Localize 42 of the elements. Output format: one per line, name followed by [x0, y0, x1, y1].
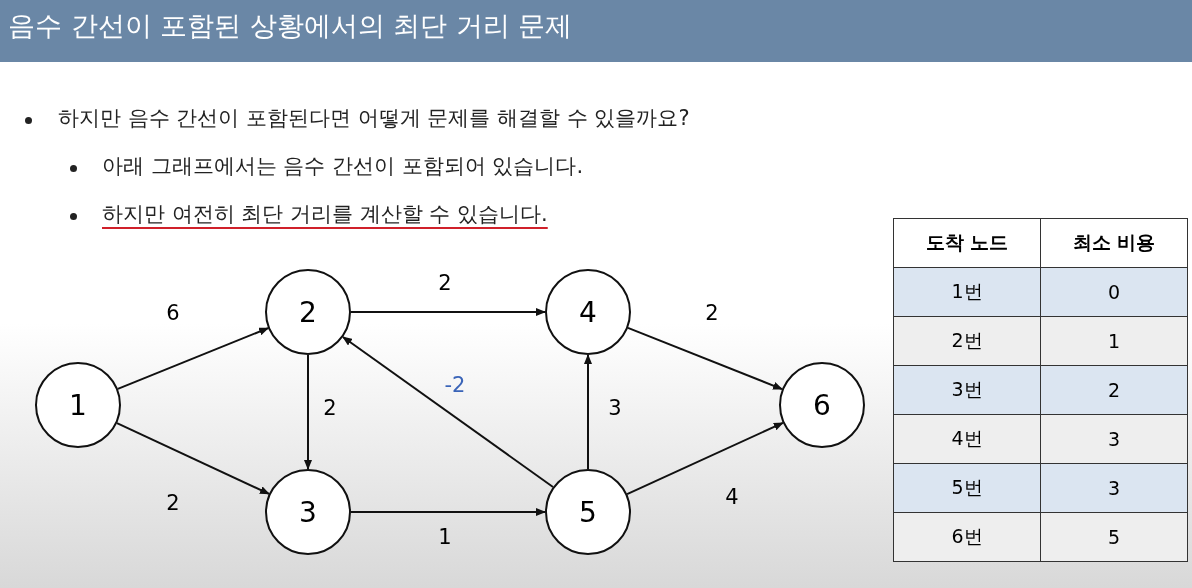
table-cell: 6번 — [893, 512, 1041, 562]
edge-label: 2 — [438, 271, 452, 295]
table-header: 도착 노드 — [893, 218, 1041, 268]
edge-label: 6 — [166, 301, 180, 325]
arrow — [350, 508, 546, 516]
edge-label: 2 — [166, 491, 180, 515]
title-bar: 음수 간선이 포함된 상황에서의 최단 거리 문제 — [0, 0, 1192, 62]
bullet-text: 하지만 여전히 최단 거리를 계산할 수 있습니다. — [102, 201, 548, 228]
table-cell: 3번 — [893, 365, 1041, 415]
node-circle: 4 — [545, 269, 631, 355]
node-circle: 3 — [265, 469, 351, 555]
table-cell: 5번 — [893, 463, 1041, 513]
arrow — [342, 336, 554, 488]
edge-label: 4 — [725, 485, 739, 509]
edge-label: -2 — [444, 373, 466, 397]
arrow — [304, 354, 312, 470]
table-cell: 3 — [1040, 463, 1188, 513]
edge-label: 2 — [705, 301, 719, 325]
table-cell: 4번 — [893, 414, 1041, 464]
arrow — [626, 326, 784, 391]
table-cell: 0 — [1040, 267, 1188, 317]
table-cell: 5 — [1040, 512, 1188, 562]
arrow — [584, 354, 592, 470]
arrow — [626, 421, 784, 496]
node-circle: 1 — [35, 362, 121, 448]
bullet-text: 하지만 음수 간선이 포함된다면 어떻게 문제를 해결할 수 있을까요? — [58, 105, 690, 132]
node-circle: 6 — [779, 362, 865, 448]
edge-label: 1 — [438, 525, 452, 549]
table-cell: 1 — [1040, 316, 1188, 366]
node-circle: 2 — [265, 269, 351, 355]
bullet-text: 아래 그래프에서는 음수 간선이 포함되어 있습니다. — [102, 153, 584, 180]
table-cell: 2 — [1040, 365, 1188, 415]
node-circle: 5 — [545, 469, 631, 555]
table-header: 최소 비용 — [1040, 218, 1188, 268]
arrow — [350, 308, 546, 316]
table-cell: 2번 — [893, 316, 1041, 366]
edge-label: 3 — [608, 396, 622, 420]
edge-label: 2 — [323, 396, 337, 420]
table-cell: 3 — [1040, 414, 1188, 464]
arrow — [116, 327, 270, 390]
table-cell: 1번 — [893, 267, 1041, 317]
arrow — [116, 422, 270, 495]
